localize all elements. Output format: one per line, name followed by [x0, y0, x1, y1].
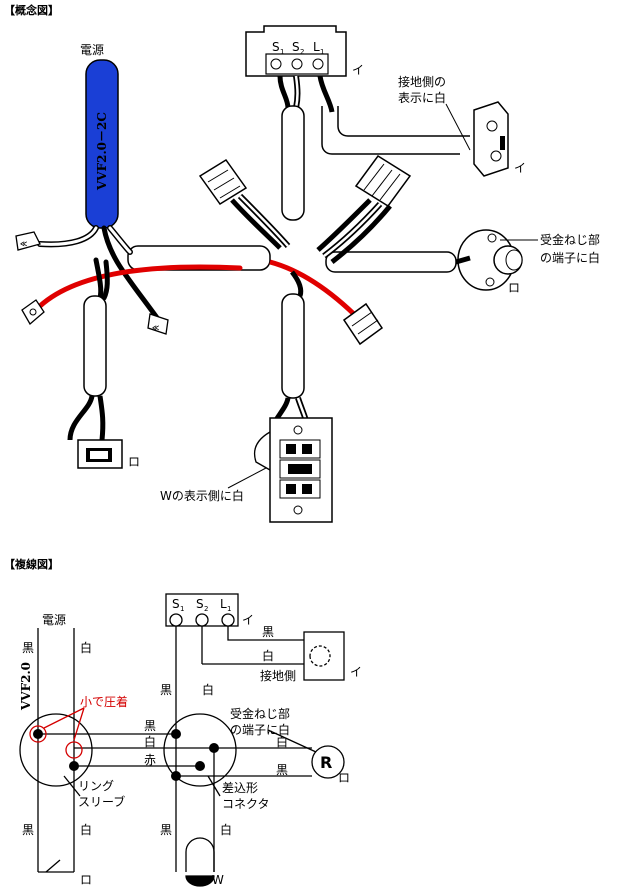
ground-note-leader [445, 103, 471, 151]
wl-s1: S [172, 597, 180, 611]
wl-i-top: イ [242, 613, 254, 627]
push-connector-left [198, 158, 248, 206]
socket-note-line1: 受金ねじ部 [540, 232, 600, 247]
wl-white-right: 白 [276, 734, 288, 749]
wl-white1: 白 [80, 640, 92, 655]
wl-ro-r: ロ [338, 771, 350, 785]
w-note: Wの表示側に白 [160, 488, 244, 503]
ground-switch-cable [321, 106, 470, 155]
concept-i-top: イ [352, 63, 364, 77]
main-cable [127, 245, 457, 273]
concept-l1: L [313, 40, 320, 54]
wl-socket-note1: 受金ねじ部 [230, 706, 290, 721]
concept-s1: S [272, 40, 280, 54]
wl-ring2: スリーブ [78, 794, 125, 809]
wl-crimp-small: 小で圧着 [80, 694, 128, 709]
wl-socket-note2: の端子に白 [230, 722, 290, 737]
lower-left-cable: ロ [67, 295, 140, 469]
r-lamp-symbol: R [320, 753, 332, 772]
lug-left [21, 299, 45, 326]
wl-black-bc: 黒 [160, 823, 172, 837]
power-cable: VVF2.0－2C [85, 59, 119, 229]
wl-push1: 差込形 [222, 781, 258, 795]
wl-ground-side: 接地側 [260, 668, 296, 683]
conceptual-heading: 【概念図】 [4, 3, 59, 17]
switch-terminal-block: S 1 S 2 L 1 イ [245, 25, 364, 77]
lug-right: ≪ [147, 313, 169, 335]
conceptual-diagram: 電源 VVF2.0－2C ≪ [15, 25, 600, 523]
concept-s2: S [292, 40, 300, 54]
wl-mid-white: 白 [144, 734, 156, 749]
wiring-cable-label: VVF2.0 [19, 662, 33, 711]
wl-l1-sub: 1 [227, 605, 231, 613]
wl-l1: L [220, 597, 227, 611]
wl-s2-sub: 2 [204, 605, 208, 613]
concept-s1-sub: 1 [280, 48, 284, 56]
left-wires [37, 225, 243, 325]
wl-black-center: 黒 [160, 683, 172, 697]
concept-power-label: 電源 [80, 43, 104, 57]
svg-text:≪: ≪ [152, 324, 159, 332]
ground-note-line1: 接地側の [398, 74, 446, 89]
concept-s2-sub: 2 [300, 48, 304, 56]
wiring-diagram [19, 593, 345, 887]
wl-s2: S [196, 597, 204, 611]
wl-push2: コネクタ [222, 797, 270, 811]
concept-l1-sub: 1 [320, 48, 324, 56]
concept-i-switch: イ [514, 161, 526, 175]
wl-i-right: イ [350, 665, 362, 679]
connector-wires [230, 193, 392, 322]
wl-white-top: 白 [262, 648, 274, 663]
wl-white-bc: 白 [220, 822, 232, 837]
wl-mid-black: 黒 [144, 719, 156, 733]
combo-switch-outlet [269, 417, 333, 523]
svg-text:≪: ≪ [20, 240, 27, 248]
concept-cable-label: VVF2.0－2C [95, 112, 109, 191]
wl-black1: 黒 [22, 641, 34, 655]
lower-center-cable [281, 293, 305, 399]
wl-white-center: 白 [202, 682, 214, 697]
wl-s1-sub: 1 [180, 605, 184, 613]
push-connector-right [354, 154, 412, 208]
wiring-heading: 【複線図】 [4, 557, 59, 571]
push-connector-red [342, 302, 384, 346]
wiring-dots [33, 729, 219, 781]
switch-cable [281, 105, 305, 221]
ground-note-line2: 表示に白 [398, 90, 446, 105]
wiring-power-label: 電源 [42, 613, 66, 627]
wl-white-bl: 白 [80, 822, 92, 837]
ground-switch: イ [473, 101, 526, 177]
wl-black-bl: 黒 [22, 823, 34, 837]
wl-black-top: 黒 [262, 625, 274, 639]
concept-ro-socket: ロ [508, 281, 520, 295]
wl-ring1: リング [78, 779, 114, 793]
lamp-socket: ロ [457, 229, 523, 295]
wl-w-bottom: W [212, 873, 224, 887]
crimp-marks [29, 707, 85, 759]
socket-note-line2: の端子に白 [540, 250, 600, 265]
concept-ro-box: ロ [128, 455, 140, 469]
wl-black-right: 黒 [276, 763, 288, 777]
wl-ro-bottom: ロ [80, 873, 92, 887]
wl-mid-red: 赤 [144, 753, 156, 767]
lug-top-left: ≪ [15, 231, 41, 251]
